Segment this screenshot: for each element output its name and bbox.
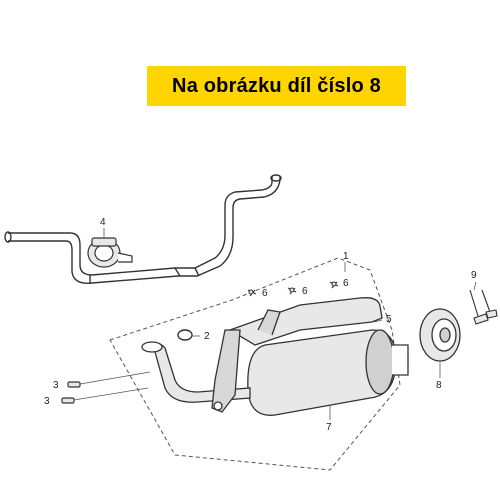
- callout-4: 4: [100, 217, 106, 228]
- assembly-outline: [109, 257, 401, 471]
- callout-3a: 3: [53, 380, 59, 391]
- callout-6b: 6: [302, 286, 308, 297]
- leader-lines: [73, 228, 477, 420]
- part-6-bolts: [247, 281, 339, 297]
- callout-5: 5: [386, 314, 392, 325]
- callout-3b: 3: [44, 396, 50, 407]
- callout-1: 1: [343, 251, 349, 262]
- callout-9: 9: [471, 270, 477, 281]
- part-8-end-cap: [419, 308, 461, 362]
- banner-text: Na obrázku díl číslo 8: [172, 74, 381, 97]
- part-number-banner: Na obrázku díl číslo 8: [147, 66, 406, 106]
- part-3-studs: [61, 381, 81, 404]
- part-9-screws: [469, 289, 498, 325]
- callout-8: 8: [436, 380, 442, 391]
- callout-6a: 6: [262, 288, 268, 299]
- part-4-valve: [87, 237, 133, 268]
- callout-2: 2: [204, 331, 210, 342]
- part-2-gasket: [177, 329, 193, 341]
- callout-6c: 6: [343, 278, 349, 289]
- callout-7: 7: [326, 422, 332, 433]
- air-pipe: [4, 174, 282, 284]
- part-7-muffler: [141, 297, 409, 416]
